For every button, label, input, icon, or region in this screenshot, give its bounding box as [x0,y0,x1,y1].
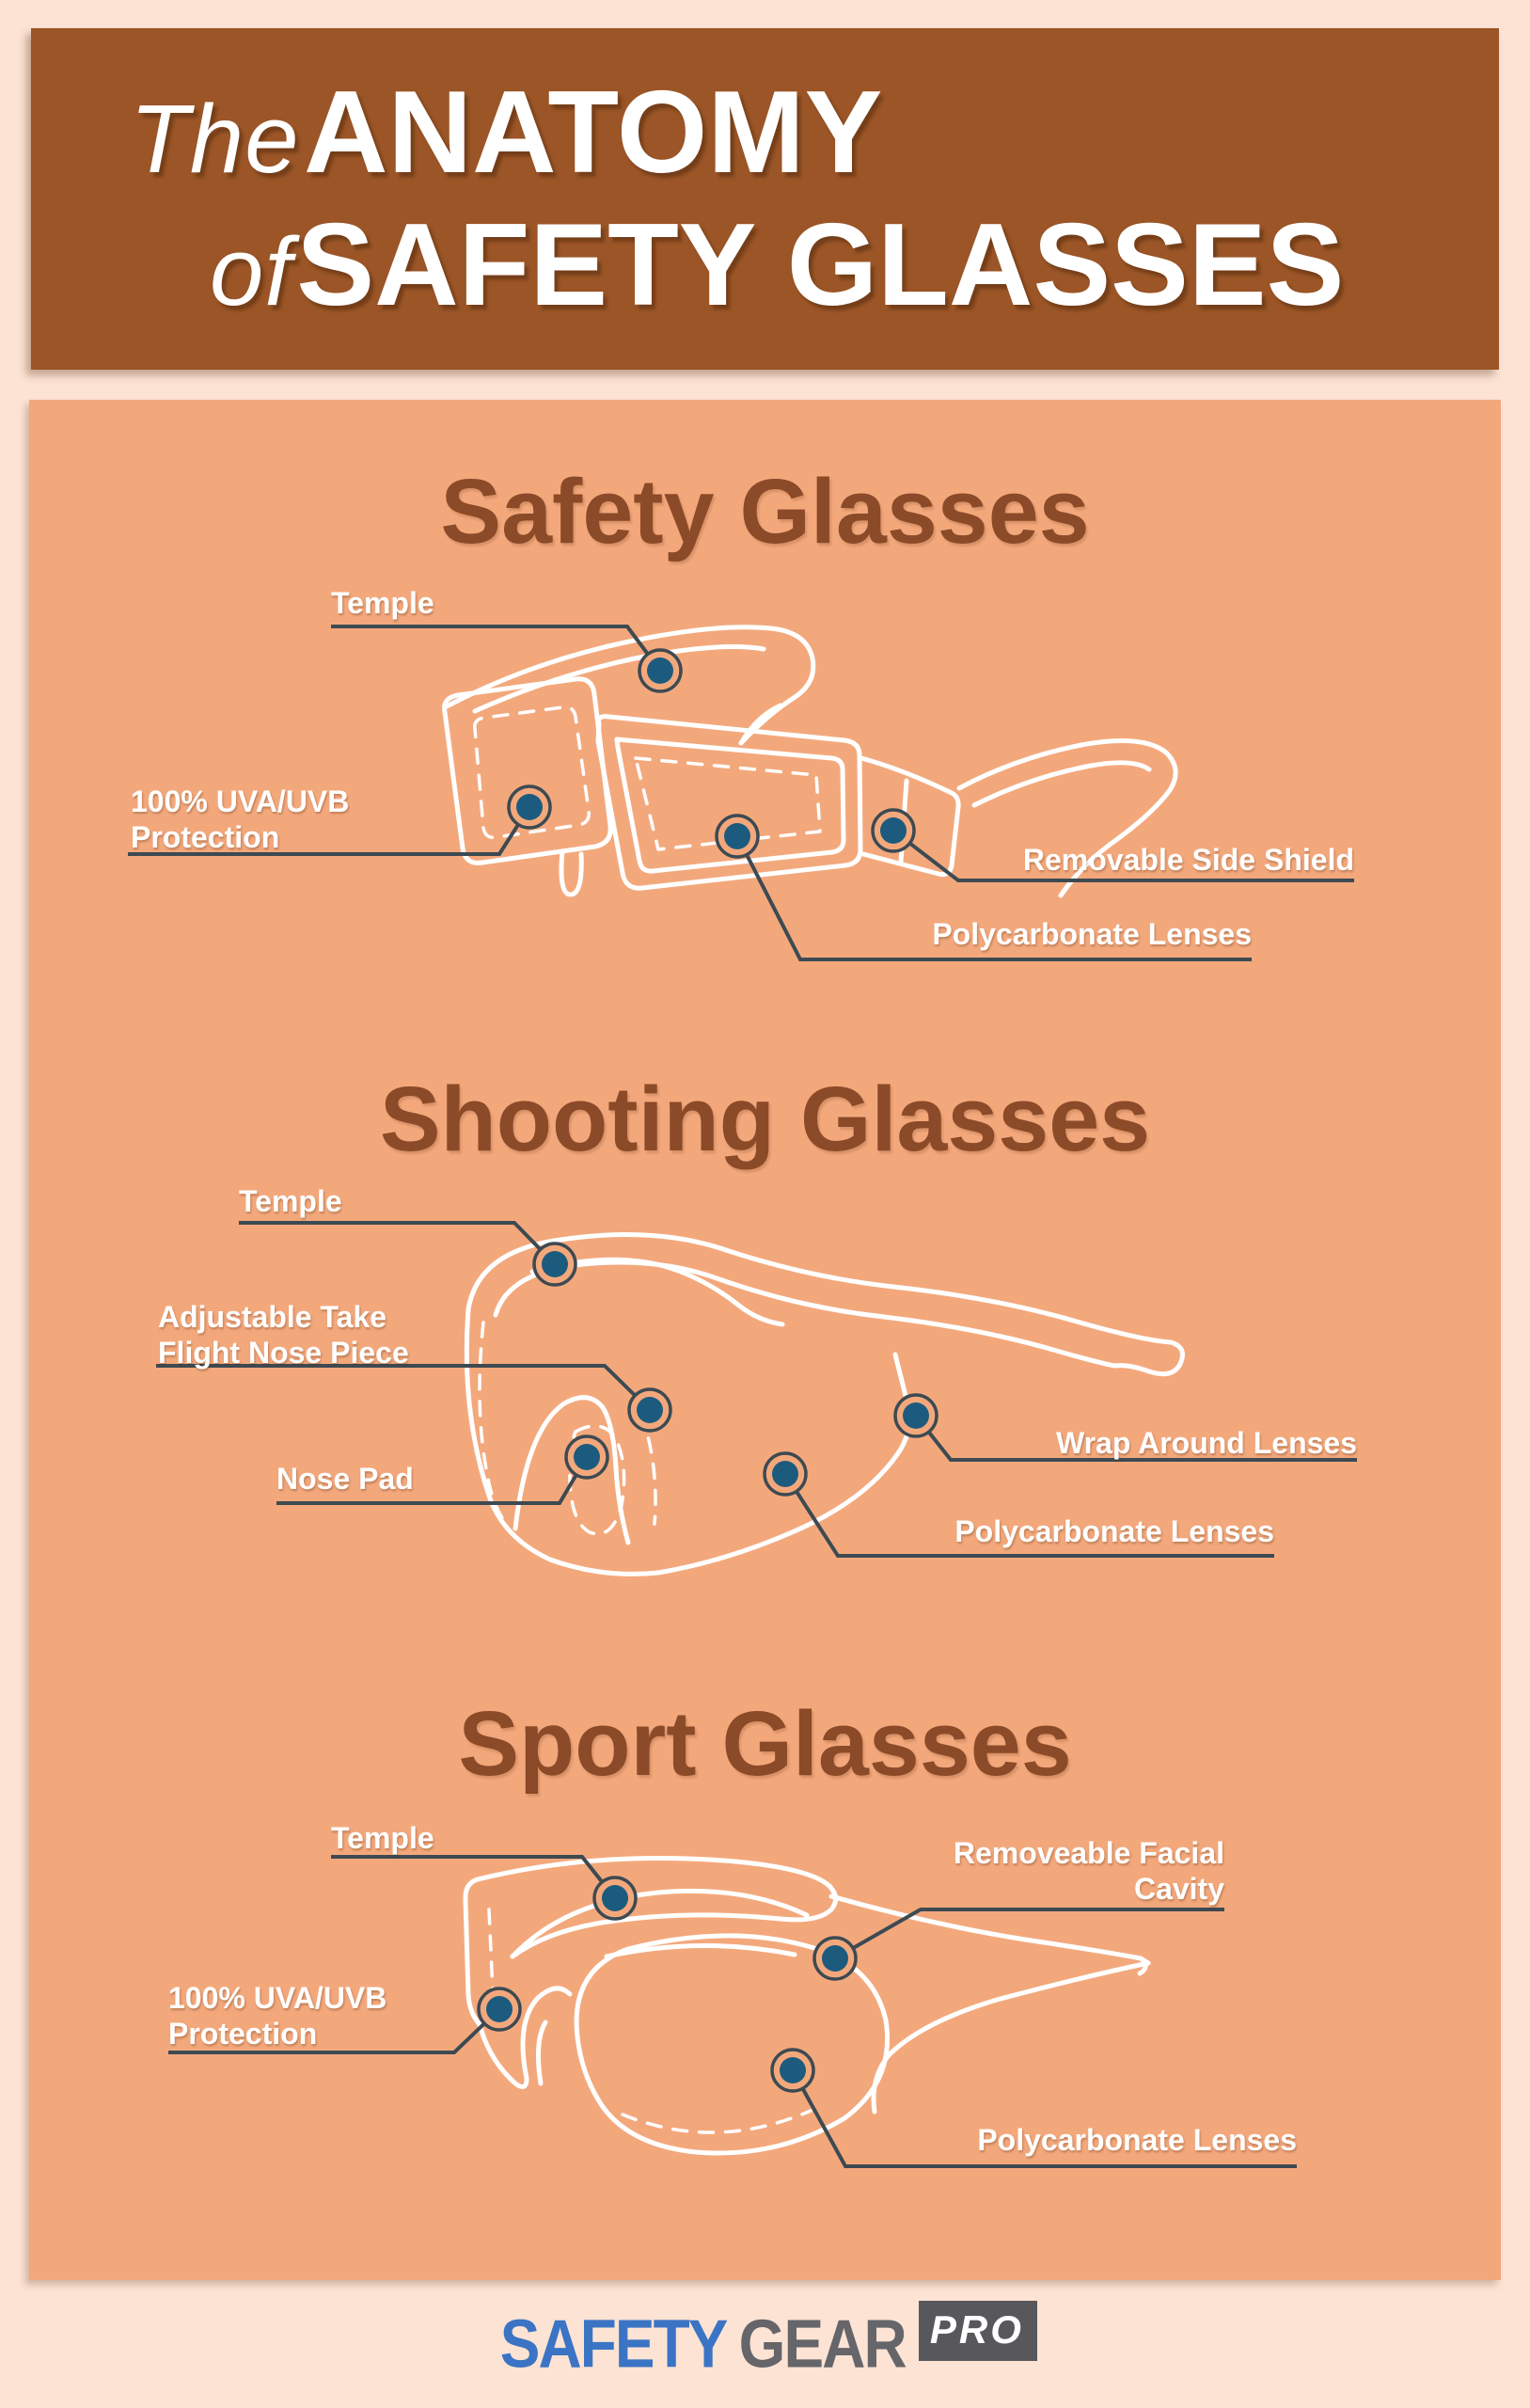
marker-side-shield [871,808,916,853]
title-main-safety-glasses: SAFETY GLASSES [296,199,1345,330]
label-safety-side-shield: Removable Side Shield [1022,843,1354,877]
label-shooting-nose-pad: Nose Pad [276,1462,414,1496]
marker-uva-protection [507,784,552,830]
label-sport-temple: Temple [331,1821,434,1855]
label-sport-polycarbonate-lenses: Polycarbonate Lenses [977,2123,1297,2157]
label-shooting-nose-piece: Adjustable Take Flight Nose Piece [158,1300,409,1370]
label-shooting-polycarbonate-lenses: Polycarbonate Lenses [954,1514,1274,1548]
title-main-anatomy: ANATOMY [303,68,883,198]
sport-marker-dots [477,1876,858,2093]
logo-badge-pro: PRO [918,2301,1037,2361]
label-shooting-temple: Temple [239,1184,342,1218]
title-line-1: The ANATOMY [130,73,1499,192]
marker-nose-piece [627,1387,672,1433]
marker-polycarbonate-lenses [770,2048,815,2093]
title-accent-the: The [130,85,300,194]
logo-text-safety: SAFETY [499,2305,729,2383]
label-sport-uva-protection: 100% UVA/UVB Protection [168,1981,387,2051]
shooting-glasses-line-art [464,1232,1185,1576]
marker-temple [638,648,683,693]
section-title-safety-glasses: Safety Glasses [440,460,1090,562]
section-title-sport-glasses: Sport Glasses [458,1692,1072,1795]
header-title-box: The ANATOMY of SAFETY GLASSES [31,28,1499,370]
shooting-glasses-diagram [156,1221,1357,1576]
marker-temple [532,1242,577,1287]
safety-glasses-diagram [128,625,1354,961]
footer: SAFETY GEAR PRO [0,2280,1530,2408]
section-title-shooting-glasses: Shooting Glasses [379,1068,1151,1170]
logo-text-gear: GEAR [739,2305,907,2383]
label-shooting-wrap-around-lenses: Wrap Around Lenses [1055,1426,1357,1460]
safety-marker-dots [507,648,916,859]
label-sport-facial-cavity: Removeable Facial Cavity [953,1836,1224,1906]
marker-polycarbonate-lenses [715,814,760,859]
marker-facial-cavity [812,1936,858,1981]
marker-temple [592,1876,638,1921]
marker-nose-pad [564,1434,609,1480]
marker-wrap-around-lenses [893,1393,939,1438]
title-accent-of: of [210,216,292,325]
marker-polycarbonate-lenses [763,1451,808,1497]
sport-glasses-diagram [168,1855,1297,2168]
sport-glasses-line-art [463,1856,1151,2156]
shooting-marker-dots [532,1242,939,1497]
title-line-2: of SAFETY GLASSES [210,205,1499,325]
safetygear-pro-logo: SAFETY GEAR PRO [493,2301,1037,2383]
label-safety-polycarbonate-lenses: Polycarbonate Lenses [932,917,1252,951]
label-safety-uva-protection: 100% UVA/UVB Protection [131,784,350,854]
shooting-leader-lines [156,1221,1357,1558]
marker-uva-protection [477,1987,522,2032]
label-safety-temple: Temple [331,586,434,620]
